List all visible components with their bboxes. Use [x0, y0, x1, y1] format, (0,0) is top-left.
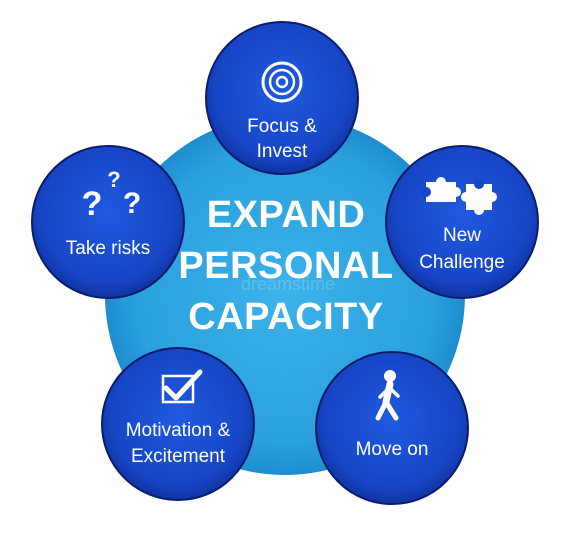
node-focus: Focus & Invest — [205, 21, 359, 175]
center-title-line-2: PERSONAL — [178, 245, 393, 287]
node-move-circle — [315, 351, 469, 505]
node-motivation-circle — [101, 347, 255, 501]
node-move: Move on — [315, 351, 469, 505]
center-title-line-3: CAPACITY — [188, 296, 383, 338]
node-risks-label-1: Take risks — [66, 238, 150, 259]
node-focus-label-2: Invest — [257, 141, 308, 162]
svg-text:?: ? — [107, 167, 120, 192]
walking-person-icon — [375, 370, 400, 421]
target-icon — [261, 61, 303, 103]
node-focus-label-1: Focus & — [247, 116, 317, 137]
node-focus-circle — [205, 21, 359, 175]
checkbox-icon — [161, 369, 203, 404]
node-motivation-label-1: Motivation & — [126, 420, 231, 441]
question-marks-icon: ? ? ? — [82, 167, 142, 223]
center-title: EXPAND PERSONAL CAPACITY — [178, 194, 393, 338]
node-risks-circle — [31, 145, 185, 299]
node-motivation-label-2: Excitement — [131, 446, 226, 467]
node-challenge-label-2: Challenge — [419, 252, 505, 273]
watermark-text: dreamstime — [241, 274, 335, 294]
node-challenge-label-1: New — [443, 225, 481, 246]
node-challenge-circle — [385, 145, 539, 299]
puzzle-icon — [421, 177, 497, 215]
svg-text:?: ? — [123, 187, 141, 220]
node-challenge: New Challenge — [385, 145, 539, 299]
node-risks: ? ? ? Take risks — [31, 145, 185, 299]
center-title-line-1: EXPAND — [207, 194, 366, 236]
node-motivation: Motivation & Excitement — [101, 347, 255, 501]
node-move-label-1: Move on — [356, 439, 429, 460]
svg-text:?: ? — [82, 185, 103, 223]
